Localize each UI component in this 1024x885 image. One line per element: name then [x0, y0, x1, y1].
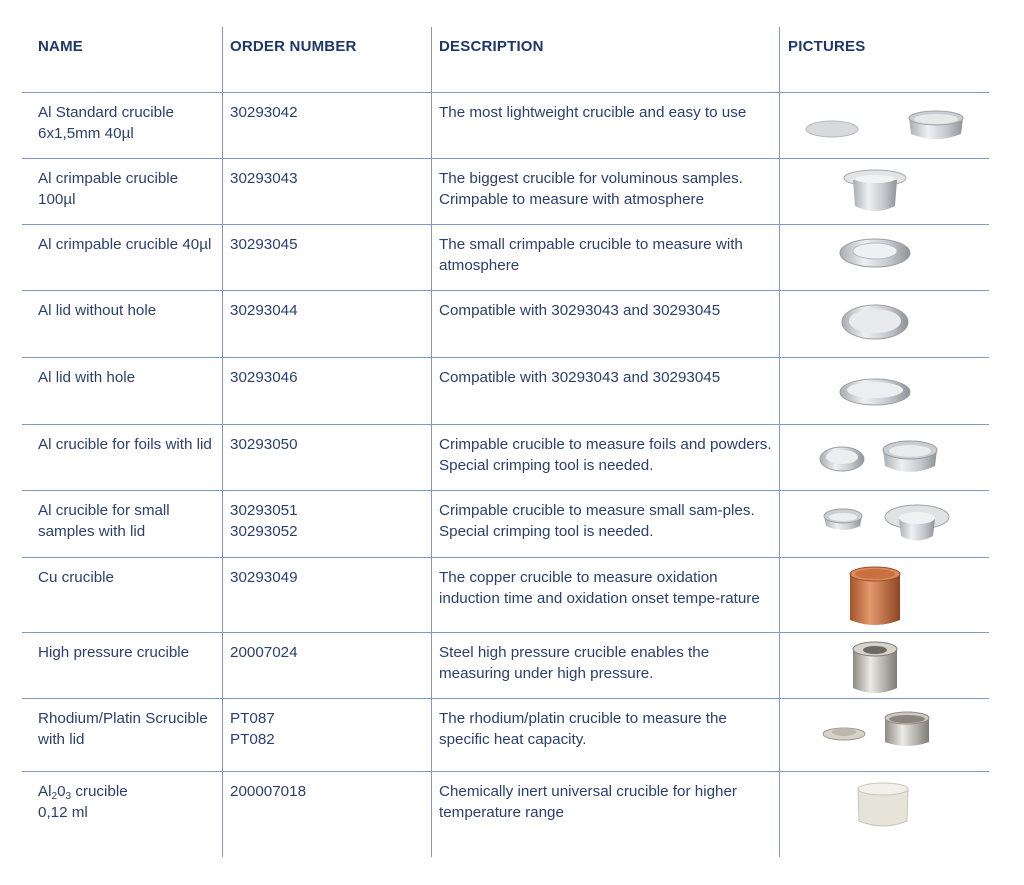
cell-order-number: 20007024 [230, 644, 298, 661]
table-row: Al crucible for foils with lid 30293050 … [0, 424, 1024, 490]
cell-description: Crimpable crucible to measure small sam-… [439, 502, 755, 540]
row-divider [22, 357, 989, 358]
cell-order-number: 30293049 [230, 569, 298, 586]
crucible-image [841, 304, 909, 340]
table-row: Al Standard crucible 6x1,5mm 40µl 302930… [0, 92, 1024, 158]
cell-pictures [782, 158, 987, 224]
cell-name: Al crucible for foils with lid [38, 436, 212, 453]
row-divider [22, 424, 989, 425]
header-name: NAME [38, 38, 83, 55]
table-row: Al crimpable crucible 40µl 30293045 The … [0, 224, 1024, 290]
cell-description: The biggest crucible for voluminous samp… [439, 170, 743, 208]
column-divider [431, 27, 432, 857]
crucible-image [823, 504, 950, 541]
cell-pictures [782, 771, 987, 856]
column-divider [222, 27, 223, 857]
cell-description: The copper crucible to measure oxidation… [439, 569, 760, 607]
crucible-image [843, 169, 907, 211]
crucible-image [857, 782, 909, 827]
header-description: DESCRIPTION [439, 38, 544, 55]
cell-description: The rhodium/platin crucible to measure t… [439, 710, 727, 748]
row-divider [22, 290, 989, 291]
cell-description: Compatible with 30293043 and 30293045 [439, 302, 721, 319]
row-divider [22, 632, 989, 633]
cell-description: Compatible with 30293043 and 30293045 [439, 369, 721, 386]
cell-order-number: 30293050 [230, 436, 298, 453]
cell-pictures [782, 357, 987, 424]
cell-description: The most lightweight crucible and easy t… [439, 104, 747, 121]
crucible-image [819, 440, 938, 472]
cell-order-number: 30293043 [230, 170, 298, 187]
header-order-number: ORDER NUMBER [230, 38, 357, 55]
cell-pictures [782, 698, 987, 771]
cell-pictures [782, 632, 987, 698]
table-row: High pressure crucible 20007024 Steel hi… [0, 632, 1024, 698]
crucible-image [839, 238, 911, 268]
crucible-image [849, 566, 901, 625]
cell-name: Cu crucible [38, 569, 114, 586]
row-divider [22, 92, 989, 93]
cell-pictures [782, 290, 987, 357]
cell-name: Al lid without hole [38, 302, 157, 319]
table-row: Al crucible for small samples with lid 3… [0, 490, 1024, 557]
table-row: Cu crucible 30293049 The copper crucible… [0, 557, 1024, 632]
cell-order-number: 200007018 [230, 783, 307, 800]
cell-name: Al crucible for small samples with lid [38, 502, 170, 540]
cell-pictures [782, 490, 987, 557]
cell-order-number: 30293046 [230, 369, 298, 386]
cell-description: Crimpable crucible to measure foils and … [439, 436, 772, 474]
cell-order-number: 30293042 [230, 104, 298, 121]
row-divider [22, 557, 989, 558]
cell-pictures [782, 424, 987, 490]
crucible-image [805, 110, 964, 139]
cell-name: Al Standard crucible 6x1,5mm 40µl [38, 104, 174, 142]
cell-description: Steel high pressure crucible enables the… [439, 644, 710, 682]
crucible-image [822, 711, 930, 746]
crucible-image [852, 641, 898, 693]
cell-order-number: 30293045 [230, 236, 298, 253]
cell-name: Al lid with hole [38, 369, 136, 386]
table-row: Al lid with hole 30293046 Compatible wit… [0, 357, 1024, 424]
row-divider [22, 158, 989, 159]
cell-pictures [782, 557, 987, 632]
cell-description: The small crimpable crucible to measure … [439, 236, 743, 274]
column-divider [779, 27, 780, 857]
cell-name: Al crimpable crucible 100µl [38, 170, 179, 208]
cell-pictures [782, 224, 987, 290]
cell-pictures [782, 92, 987, 158]
cell-name: Rhodium/Platin Scrucible with lid [38, 710, 208, 748]
table-row: Al lid without hole 30293044 Compatible … [0, 290, 1024, 357]
header-pictures: PICTURES [788, 38, 866, 55]
cell-description: Chemically inert universal crucible for … [439, 783, 737, 821]
row-divider [22, 224, 989, 225]
crucible-image [839, 378, 911, 406]
row-divider [22, 771, 989, 772]
row-divider [22, 490, 989, 491]
cell-name: Al crimpable crucible 40µl [38, 236, 212, 253]
table-row: Al crimpable crucible 100µl 30293043 The… [0, 158, 1024, 224]
row-divider [22, 698, 989, 699]
cell-name: High pressure crucible [38, 644, 190, 661]
cell-order-number: 30293044 [230, 302, 298, 319]
